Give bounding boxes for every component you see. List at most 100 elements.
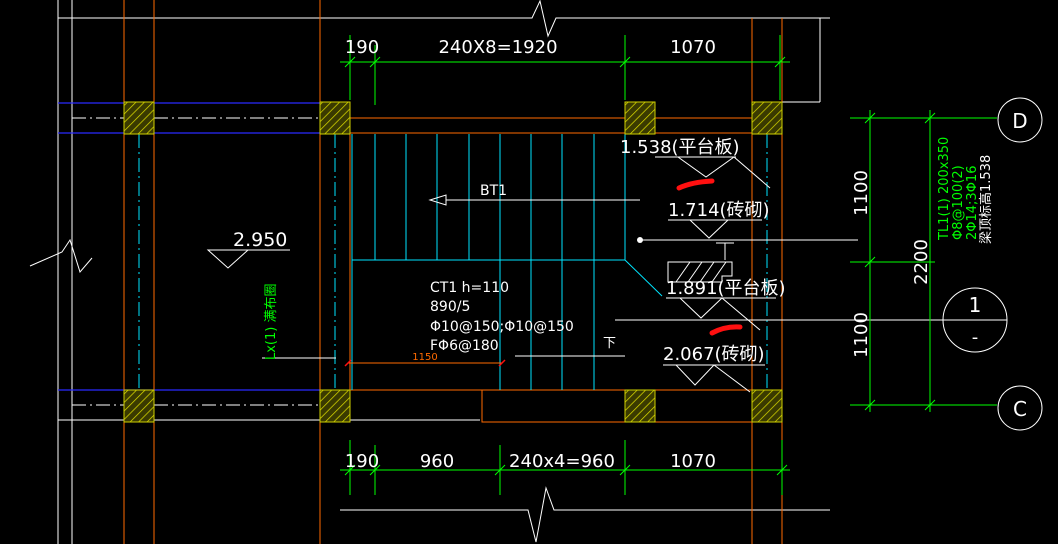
dimension-tick: [774, 56, 786, 68]
dimension-tick: [494, 464, 506, 476]
column: [624, 101, 656, 135]
dimension-text: 960: [420, 451, 454, 472]
axis-bubble-circle: [997, 385, 1043, 431]
red-markup-stroke: [676, 178, 715, 191]
axis-bubble-circle: [997, 97, 1043, 143]
top-dimension-chain: 190 240X8=1920 1070: [340, 35, 790, 105]
elevation-triangle: [674, 364, 716, 386]
landing-beam-outline: [481, 389, 626, 423]
reference-lines: [615, 237, 943, 321]
landing-dimension-text: 1150: [412, 352, 437, 363]
column: [624, 389, 656, 423]
elevation-text: 1.714(砖砌): [668, 200, 770, 221]
brick-hatch-line: [675, 261, 691, 283]
elevation-triangle: [678, 297, 724, 319]
elevation-1538: 1.538(平台板): [620, 137, 771, 189]
column: [123, 101, 155, 135]
beam-note-line: 梁顶标高1.538: [978, 155, 994, 244]
center-lines: [138, 134, 768, 390]
elevation-text: 2.950: [233, 229, 287, 251]
dimension-tick: [776, 464, 788, 476]
elevation-text: 1.891(平台板): [666, 278, 786, 299]
elevation-2950: 2.950: [206, 229, 290, 269]
down-direction-label: 下: [603, 336, 616, 351]
structural-columns: [123, 101, 783, 423]
elevation-leader: [721, 297, 761, 331]
dimension-text: 240X8=1920: [438, 37, 557, 58]
elevation-triangle: [688, 219, 730, 239]
dimension-text: 2200: [911, 239, 932, 285]
dimension-text: 240x4=960: [509, 451, 615, 472]
dimension-tick: [498, 359, 506, 367]
column: [751, 101, 783, 135]
stair-landing-edge: [624, 259, 663, 297]
dimension-text: 190: [345, 37, 379, 58]
elevation-leader: [713, 364, 751, 393]
dimension-tick: [924, 112, 936, 124]
red-markup-stroke: [709, 324, 743, 336]
dimension-tick: [369, 56, 381, 68]
red-markups: [676, 178, 743, 336]
column: [319, 101, 351, 135]
dimension-tick: [864, 112, 876, 124]
beam-note-line: 2Φ14;3Φ16: [965, 166, 980, 240]
stair-beam-note: TL1(1) 200x350 Φ8@100(2) 2Φ14;3Φ16 梁顶标高1…: [937, 137, 994, 244]
dimension-tick: [369, 464, 381, 476]
slab-note-line: CT1 h=110: [430, 280, 509, 296]
elevation-2067: 2.067(砖砌): [663, 344, 765, 393]
dimension-text: 1100: [851, 170, 872, 216]
axis-bubble-label: C: [1013, 397, 1027, 421]
detail-number: 1: [969, 293, 982, 317]
detail-bubble-1: 1 -: [942, 287, 1008, 353]
wall-outline: [29, 0, 830, 544]
beam-note-line: Φ8@100(2): [951, 165, 966, 240]
dimension-text: 1100: [851, 312, 872, 358]
axis-bubble-label: D: [1012, 109, 1027, 133]
landing-slab-note: CT1 h=110 890/5 Φ10@150;Φ10@150 FΦ6@180: [430, 280, 574, 354]
elevation-triangle: [206, 249, 250, 269]
brick-hatch-line: [687, 261, 703, 283]
beam-lines: [58, 102, 320, 391]
brick-hatch-line: [711, 261, 727, 283]
slab-note-line: 890/5: [430, 299, 470, 315]
dimension-text: 1070: [670, 451, 716, 472]
brick-step-block: [667, 261, 733, 283]
detail-sheet: -: [972, 327, 979, 348]
wall-edge-lines: [123, 0, 783, 544]
axis-bubble-d: D: [997, 97, 1043, 143]
slab-note-line: Φ10@150;Φ10@150: [430, 319, 574, 335]
elevation-triangle: [676, 156, 736, 178]
dimension-tick: [864, 399, 876, 411]
dimension-tick: [344, 464, 356, 476]
flight-label: BT1: [480, 183, 507, 199]
top-break-line: [58, 0, 830, 38]
elevation-1891: 1.891(平台板): [666, 242, 786, 331]
left-beam-label: Lx(1) 满布圈: [262, 284, 336, 360]
slab-note-line: FΦ6@180: [430, 338, 499, 354]
elevation-text: 2.067(砖砌): [663, 344, 765, 365]
bottom-dimension-chain: 190 960 240x4=960 1070: [340, 440, 790, 495]
dimension-tick: [344, 56, 356, 68]
dimension-tick: [924, 399, 936, 411]
left-beam-text: Lx(1) 满布圈: [264, 284, 279, 360]
dimension-tick: [619, 56, 631, 68]
brick-hatch-line: [699, 261, 715, 283]
dimension-tick: [864, 256, 876, 268]
dimension-tick: [619, 464, 631, 476]
stair-flights: [351, 134, 663, 390]
bottom-break-line: [340, 486, 830, 543]
flight-arrow: BT1: [428, 183, 640, 206]
right-dimension-chain: 1100 2200 1100: [850, 110, 997, 412]
column: [123, 389, 155, 423]
elevation-1714: 1.714(砖砌): [668, 200, 770, 239]
left-break-line: [29, 238, 93, 274]
beam-note-line: TL1(1) 200x350: [937, 137, 952, 241]
axis-bubble-c: C: [997, 385, 1043, 431]
dimension-tick: [344, 359, 352, 367]
elevation-text: 1.538(平台板): [620, 137, 740, 158]
elevation-leader: [733, 156, 771, 189]
dimension-text: 1070: [670, 37, 716, 58]
dimension-text: 190: [345, 451, 379, 472]
flight-arrow-head: [428, 194, 447, 206]
